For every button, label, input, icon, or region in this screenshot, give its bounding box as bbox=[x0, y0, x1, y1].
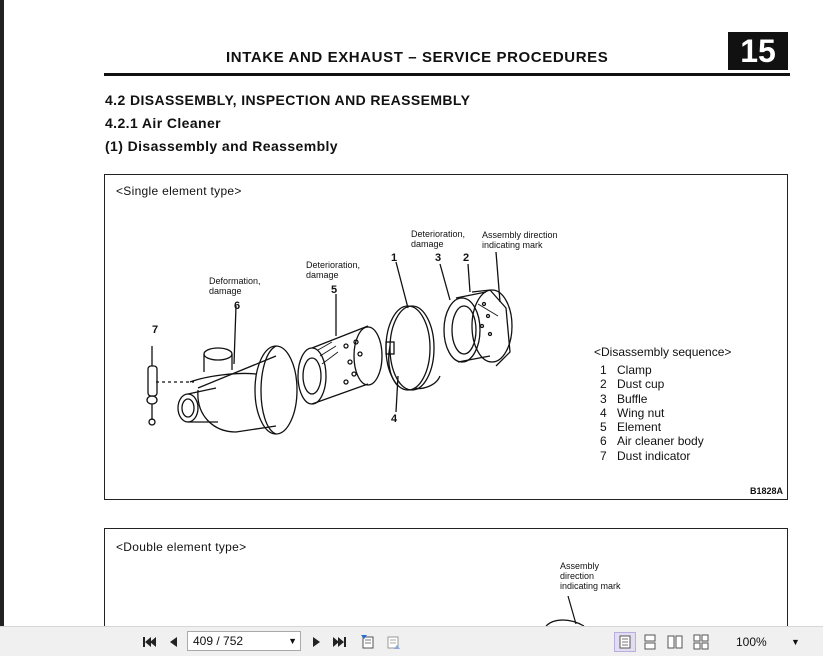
annotation-deterioration-element: Deterioration, damage bbox=[306, 260, 360, 280]
list-item: 3 Buffle bbox=[600, 392, 704, 406]
subsection-heading: 4.2.1 Air Cleaner bbox=[105, 115, 222, 131]
page-number-field[interactable]: 409 / 752 ▼ bbox=[187, 631, 301, 651]
callout-5: 5 bbox=[331, 284, 338, 296]
continuous-view-icon[interactable] bbox=[640, 632, 660, 652]
element-part bbox=[297, 294, 383, 405]
zoom-chevron-down-icon[interactable]: ▼ bbox=[791, 637, 800, 647]
item-number: 3 bbox=[600, 391, 607, 406]
annotation-line: Deterioration, bbox=[411, 229, 466, 239]
sub-subsection-heading: (1) Disassembly and Reassembly bbox=[105, 138, 338, 154]
annotation-line: Deterioration, bbox=[306, 260, 361, 270]
chapter-header-title: INTAKE AND EXHAUST – SERVICE PROCEDURES bbox=[226, 49, 609, 66]
annotation-assembly-mark: Assembly direction indicating mark bbox=[482, 230, 558, 250]
list-item: 4 Wing nut bbox=[600, 406, 704, 420]
single-page-view-icon[interactable] bbox=[614, 632, 636, 652]
annotation-line: damage bbox=[209, 286, 242, 296]
item-number: 2 bbox=[600, 377, 607, 392]
section-heading: 4.2 DISASSEMBLY, INSPECTION AND REASSEMB… bbox=[105, 92, 471, 108]
item-number: 5 bbox=[600, 420, 607, 435]
disassembly-sequence-list: 1 Clamp 2 Dust cup 3 Buffle 4 Wing nut 5 Elem… bbox=[600, 363, 704, 463]
item-label: Buffle bbox=[617, 391, 648, 406]
figure-double-element bbox=[104, 528, 788, 626]
list-item: 1 Clamp bbox=[600, 363, 704, 377]
header-rule bbox=[104, 73, 790, 76]
item-label: Wing nut bbox=[617, 405, 665, 420]
figure-single-element bbox=[104, 174, 788, 500]
dust-cup-part bbox=[439, 251, 513, 367]
item-label: Element bbox=[617, 420, 662, 435]
continuous-facing-view-icon[interactable] bbox=[691, 632, 711, 652]
item-number: 6 bbox=[600, 434, 607, 449]
list-item: 5 Element bbox=[600, 420, 704, 434]
last-page-icon[interactable] bbox=[330, 632, 350, 652]
item-label: Dust indicator bbox=[617, 448, 691, 463]
item-number: 7 bbox=[600, 448, 607, 463]
previous-page-icon[interactable] bbox=[163, 632, 183, 652]
figure2-title: <Double element type> bbox=[116, 540, 247, 554]
callout-4: 4 bbox=[391, 413, 398, 425]
annotation-line: damage bbox=[411, 239, 444, 249]
annotation-deterioration-buffle: Deterioration, damage bbox=[411, 229, 465, 249]
double-element-diagram-fragment bbox=[545, 596, 585, 626]
item-number: 4 bbox=[600, 405, 607, 420]
item-number: 1 bbox=[600, 363, 607, 377]
annotation-line: Assembly bbox=[560, 561, 600, 571]
callout-2: 2 bbox=[463, 252, 470, 264]
list-item: 6 Air cleaner body bbox=[600, 434, 704, 448]
list-item: 2 Dust cup bbox=[600, 377, 704, 391]
zoom-level[interactable]: 100% bbox=[736, 635, 767, 649]
clamp-part bbox=[385, 261, 441, 413]
facing-view-icon[interactable] bbox=[665, 632, 685, 652]
air-cleaner-body-part bbox=[177, 305, 298, 435]
next-page-icon[interactable] bbox=[306, 632, 326, 652]
annotation-line: damage bbox=[306, 270, 339, 280]
callout-1: 1 bbox=[391, 252, 398, 264]
annotation-line: indicating mark bbox=[482, 240, 543, 250]
annotation-line: direction bbox=[560, 571, 595, 581]
item-label: Dust cup bbox=[617, 377, 665, 392]
air-cleaner-exploded-diagram bbox=[146, 251, 513, 435]
callout-7: 7 bbox=[152, 324, 159, 336]
page-left-edge bbox=[0, 0, 4, 626]
page-number-value: 409 / 752 bbox=[193, 634, 244, 648]
dust-indicator-part bbox=[146, 346, 194, 426]
list-item: 7 Dust indicator bbox=[600, 449, 704, 463]
next-view-icon[interactable] bbox=[383, 632, 403, 652]
document-page: INTAKE AND EXHAUST – SERVICE PROCEDURES … bbox=[0, 0, 790, 626]
figure1-title: <Single element type> bbox=[116, 184, 242, 198]
callout-6: 6 bbox=[234, 300, 241, 312]
figure-code: B1828A bbox=[750, 486, 784, 496]
disassembly-sequence-title: <Disassembly sequence> bbox=[594, 345, 732, 359]
previous-view-icon[interactable] bbox=[358, 632, 378, 652]
item-label: Clamp bbox=[617, 363, 652, 377]
annotation-line: Deformation, bbox=[209, 276, 261, 286]
annotation-assembly-mark-2: Assembly direction indicating mark bbox=[560, 561, 621, 591]
annotation-deformation: Deformation, damage bbox=[209, 276, 261, 296]
viewer-toolbar: 409 / 752 ▼ 100% ▼ bbox=[0, 626, 823, 656]
callout-3: 3 bbox=[435, 252, 442, 264]
annotation-line: indicating mark bbox=[560, 581, 621, 591]
chapter-number-badge: 15 bbox=[728, 32, 788, 70]
chevron-down-icon: ▼ bbox=[288, 636, 297, 646]
first-page-icon[interactable] bbox=[139, 632, 159, 652]
annotation-line: Assembly direction bbox=[482, 230, 558, 240]
item-label: Air cleaner body bbox=[617, 434, 704, 449]
